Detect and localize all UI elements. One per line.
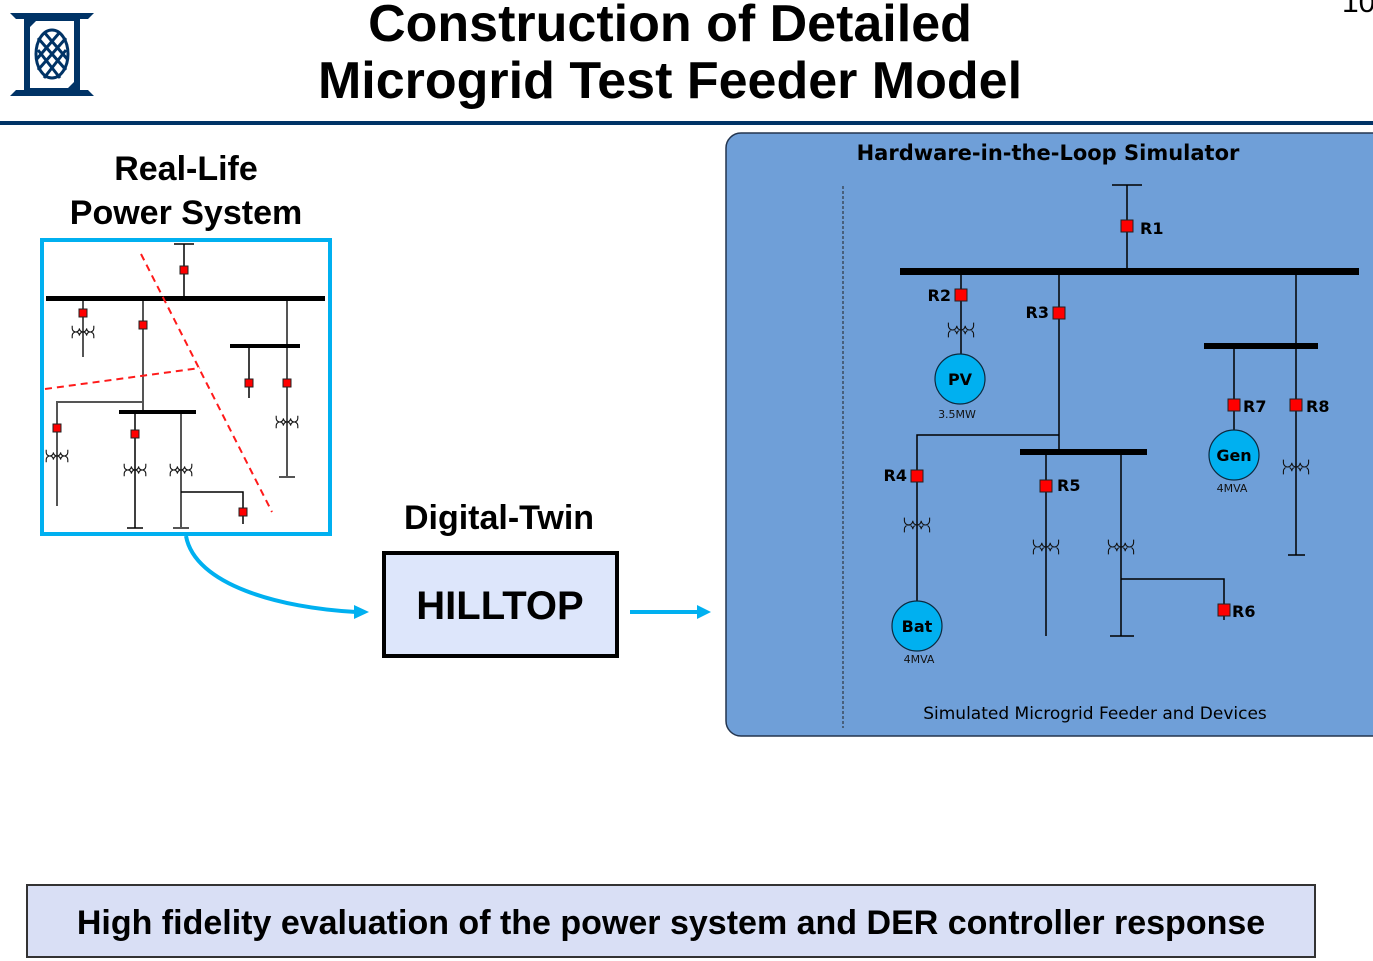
footer-banner-text: High fidelity evaluation of the power sy… xyxy=(77,904,1265,942)
svg-text:Bat: Bat xyxy=(902,617,933,636)
hilltop-box xyxy=(382,551,619,658)
svg-text:4MVA: 4MVA xyxy=(904,653,935,666)
transformer-icon xyxy=(71,325,95,339)
relay-icon xyxy=(78,308,88,318)
relay-icon xyxy=(130,429,140,439)
hil-caption: Simulated Microgrid Feeder and Devices xyxy=(923,704,1267,724)
relay-icon xyxy=(52,423,62,433)
page-number: 10 xyxy=(1342,0,1373,19)
relay-icon xyxy=(1289,398,1303,412)
relay-label: R8 xyxy=(1306,397,1329,416)
hilltop-label: HILLTOP xyxy=(416,584,583,628)
pv-device: PV 3.5MW xyxy=(934,353,986,421)
relay-icon xyxy=(138,320,148,330)
relay-icon xyxy=(910,469,924,483)
transformer-icon xyxy=(275,415,299,429)
svg-text:3.5MW: 3.5MW xyxy=(938,408,976,421)
relay-icon xyxy=(282,378,292,388)
relay-icon xyxy=(244,378,254,388)
transformer-icon xyxy=(1032,539,1060,555)
footer-banner xyxy=(26,884,1316,958)
relay-icon xyxy=(1227,398,1241,412)
real-life-one-line-diagram xyxy=(40,238,332,536)
real-life-heading-1: Real-Life xyxy=(114,150,258,188)
relay-label: R7 xyxy=(1243,397,1266,416)
svg-text:4MVA: 4MVA xyxy=(1217,482,1248,495)
relay-icon xyxy=(1039,479,1053,493)
svg-text:PV: PV xyxy=(948,370,973,389)
relay-label: R6 xyxy=(1232,602,1255,621)
real-life-heading-2: Power System xyxy=(70,194,302,232)
relay-label: R3 xyxy=(1026,303,1049,322)
relay-label: R4 xyxy=(884,466,907,485)
transformer-icon xyxy=(1282,459,1310,475)
title-line-1: Construction of Detailed xyxy=(368,0,972,53)
relay-icon xyxy=(1052,306,1066,320)
hil-simulator-panel: Hardware-in-the-Loop Simulator PV 3.5MW … xyxy=(725,132,1373,737)
relay-icon xyxy=(954,288,968,302)
transformer-icon xyxy=(123,463,147,477)
relay-icon xyxy=(238,507,248,517)
relay-icon xyxy=(179,265,189,275)
transformer-icon xyxy=(45,449,69,463)
relay-label: R5 xyxy=(1057,476,1080,495)
relay-label: R1 xyxy=(1140,219,1163,238)
transformer-icon xyxy=(1107,539,1135,555)
battery-device: Bat 4MVA xyxy=(891,600,943,666)
transformer-icon xyxy=(947,322,975,338)
digital-twin-heading: Digital-Twin xyxy=(404,499,594,537)
university-logo xyxy=(10,13,94,96)
hil-title: Hardware-in-the-Loop Simulator xyxy=(857,141,1240,165)
generator-device: Gen 4MVA xyxy=(1208,429,1260,495)
title-line-2: Microgrid Test Feeder Model xyxy=(318,52,1022,110)
flow-arrows xyxy=(184,535,711,619)
relay-icon xyxy=(1120,219,1134,233)
header-divider xyxy=(0,121,1373,125)
svg-text:Gen: Gen xyxy=(1216,446,1251,465)
relay-label: R2 xyxy=(928,286,951,305)
relay-icon xyxy=(1217,603,1231,617)
transformer-icon xyxy=(169,463,193,477)
transformer-icon xyxy=(903,517,931,533)
